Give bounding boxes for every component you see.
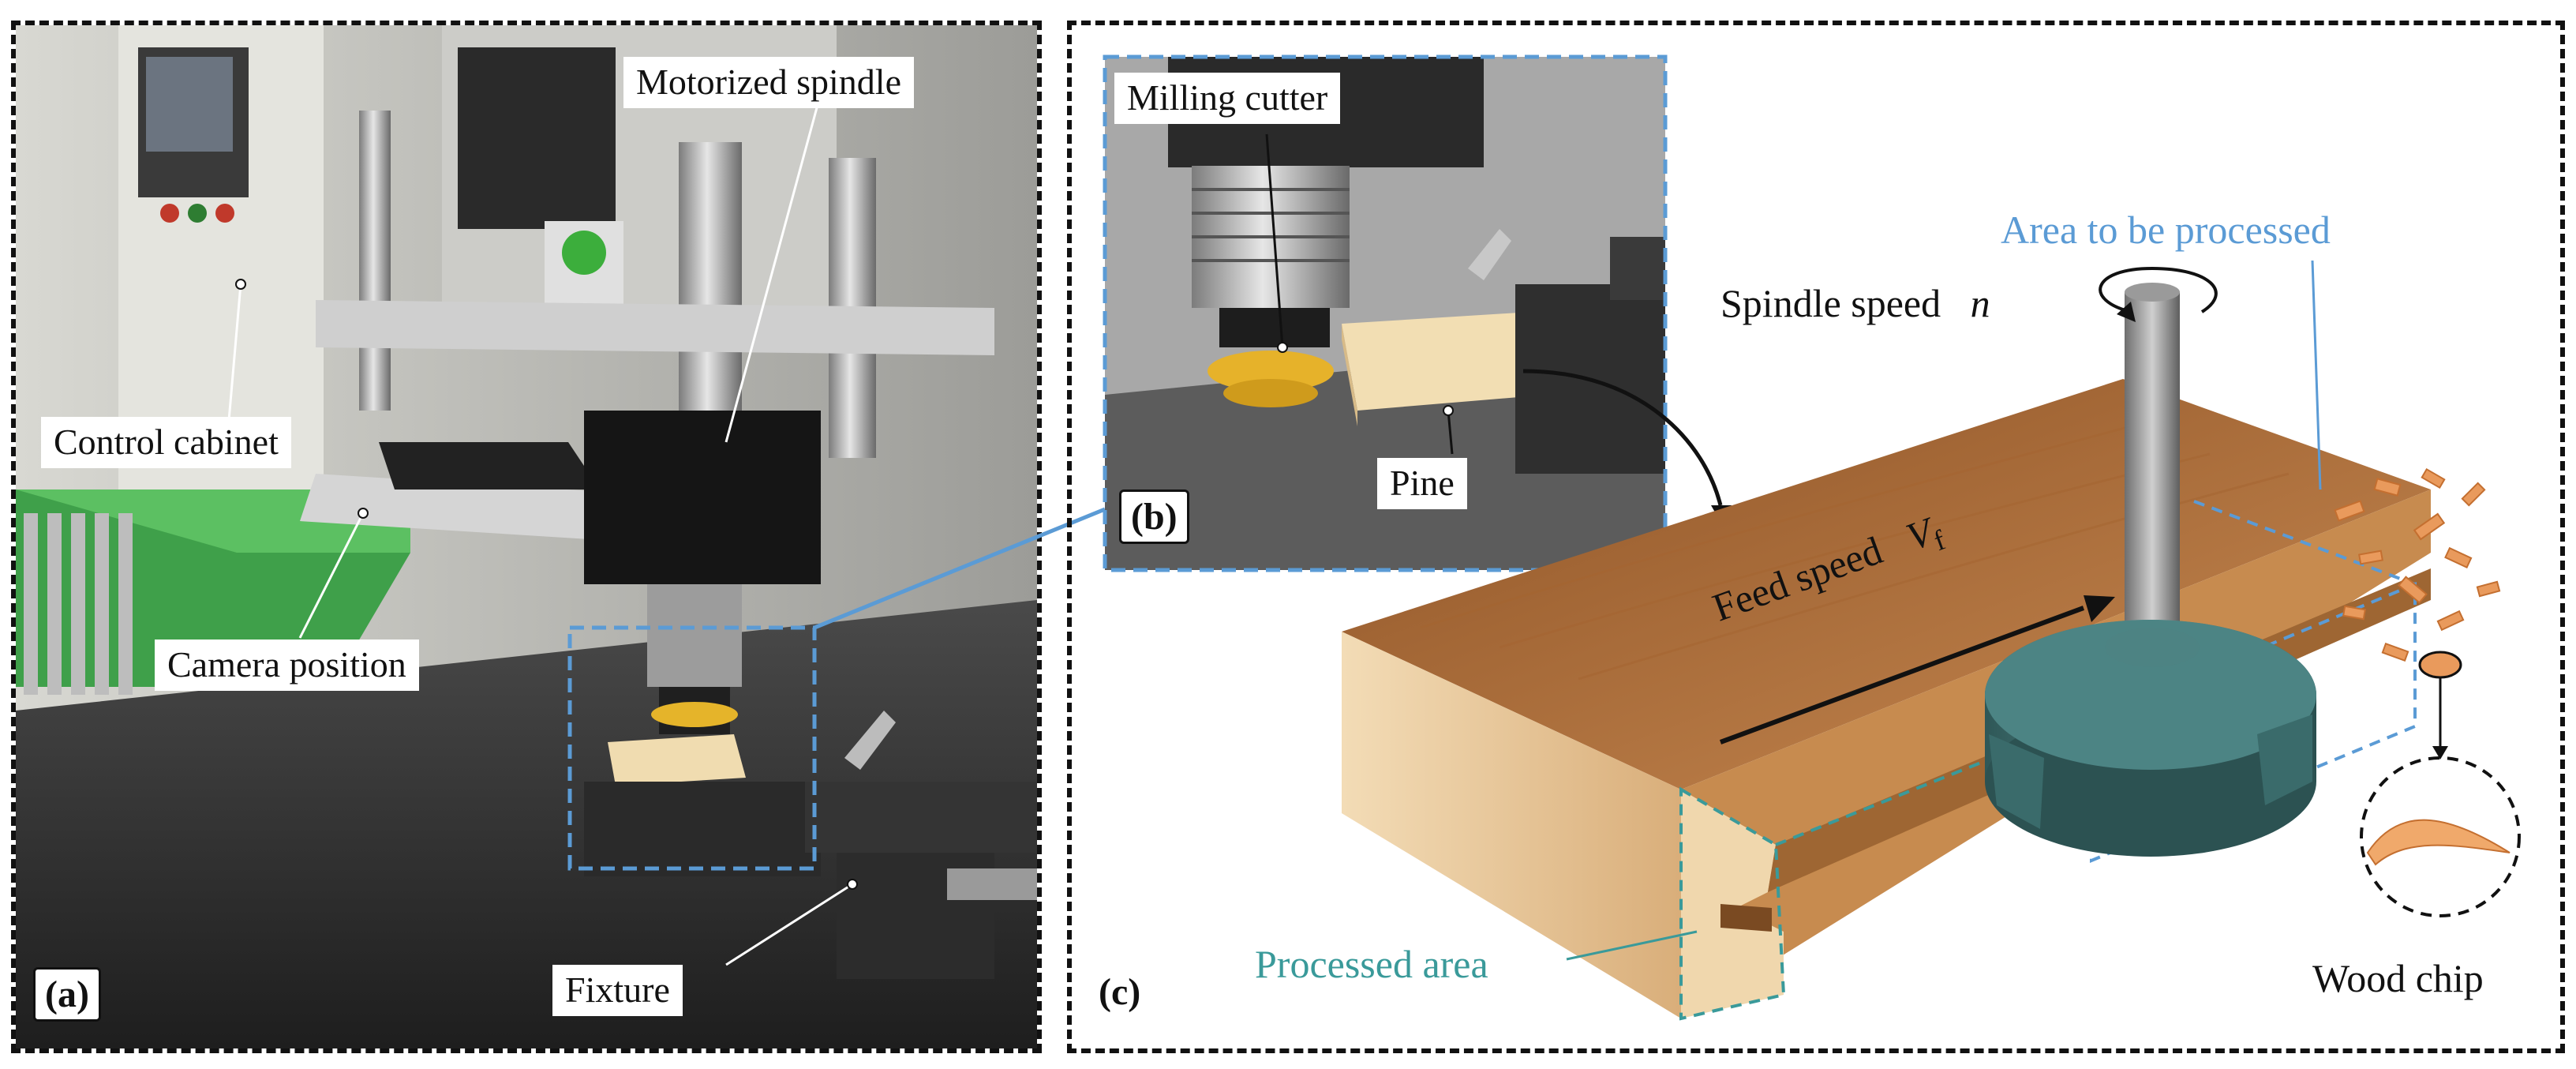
label-area-to-be-processed: Area to be processed — [2001, 208, 2331, 252]
panel-c-tag: (c) — [1099, 971, 1141, 1013]
label-camera-position: Camera position — [155, 640, 419, 691]
label-fixture: Fixture — [552, 965, 683, 1016]
panel-c — [1067, 21, 2565, 1053]
label-processed-area: Processed area — [1255, 942, 1488, 986]
label-milling-cutter: Milling cutter — [1114, 73, 1341, 124]
label-wood-chip: Wood chip — [2312, 956, 2484, 1000]
spindle-speed-symbol: n — [1970, 281, 1990, 325]
label-spindle-speed: Spindle speed n — [1720, 280, 1990, 326]
label-motorized-spindle: Motorized spindle — [623, 57, 914, 108]
label-pine: Pine — [1377, 458, 1467, 509]
panel-a-tag: (a) — [33, 967, 101, 1022]
label-control-cabinet: Control cabinet — [41, 417, 291, 468]
spindle-speed-text: Spindle speed — [1720, 281, 1941, 325]
panel-b-tag: (b) — [1119, 489, 1189, 544]
